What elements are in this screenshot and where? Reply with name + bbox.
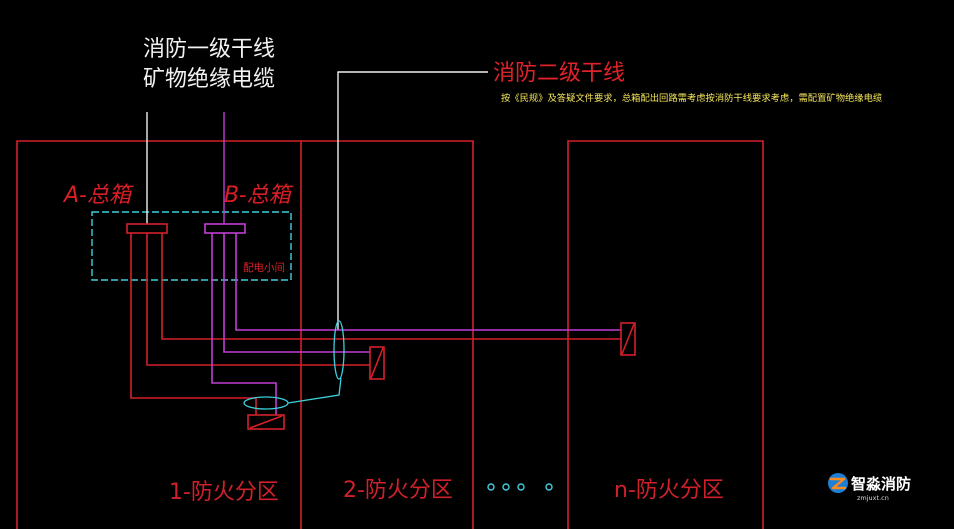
zone-n-box-diag <box>621 323 635 355</box>
secondary-line-label: 消防二级干线 <box>493 61 625 86</box>
box-a-symbol <box>126 223 168 234</box>
watermark-logo: 智淼消防 zmjuxt.cn <box>826 469 938 503</box>
zone-2-box <box>369 346 385 380</box>
logo-graphic: 智淼消防 zmjuxt.cn <box>828 473 911 502</box>
distribution-room-box <box>91 211 292 281</box>
bundle-ellipse-zone-1 <box>243 396 289 410</box>
zone-2-box-diag <box>370 347 384 379</box>
zone-1-box-diag <box>249 415 283 429</box>
logo-name: 智淼消防 <box>851 475 911 493</box>
zone-distribution-boxes <box>247 322 636 430</box>
zone-1-label: 1-防火分区 <box>169 480 279 505</box>
primary-line-label-2: 矿物绝缘电缆 <box>143 67 275 92</box>
dot-4 <box>545 483 553 491</box>
bundle-ellipse-secondary <box>333 320 345 380</box>
circuits-box-a <box>130 233 621 415</box>
b-circuit-zone-n <box>235 233 621 331</box>
b-circuit-zone-1 <box>211 233 277 415</box>
logo-url: zmjuxt.cn <box>857 494 889 502</box>
bundle-connector <box>287 377 342 404</box>
room-label: 配电小间 <box>243 261 285 274</box>
primary-line-label-1: 消防一级干线 <box>143 37 275 62</box>
zone-1-box <box>247 414 285 430</box>
b-circuit-zone-2 <box>223 233 370 353</box>
a-circuit-zone-1 <box>130 233 257 415</box>
dot-2 <box>502 483 510 491</box>
zone-n-box <box>620 322 636 356</box>
box-a-label: A-总箱 <box>62 183 134 208</box>
box-b-symbol <box>204 223 246 234</box>
dot-1 <box>487 483 495 491</box>
logo-z-icon <box>829 477 847 490</box>
zone-2-label: 2-防火分区 <box>343 478 453 503</box>
zone-2-boundary <box>301 140 474 529</box>
zone-boundaries <box>16 140 764 529</box>
a-circuit-zone-n <box>161 233 621 340</box>
note-text: 按《民规》及答疑文件要求，总箱配出回路需考虑按消防干线要求考虑，需配置矿物绝缘电… <box>501 92 882 104</box>
cable-bundles <box>243 320 345 410</box>
box-b-label: B-总箱 <box>224 183 294 208</box>
circuits-box-b <box>211 233 621 415</box>
zone-n-label: n-防火分区 <box>614 478 724 503</box>
zone-ellipsis-dots <box>487 483 553 491</box>
a-circuit-zone-2 <box>146 233 370 366</box>
zone-1-boundary <box>16 140 302 529</box>
zone-n-boundary <box>567 140 764 529</box>
secondary-trunk-line <box>337 71 488 330</box>
dot-3 <box>517 483 525 491</box>
